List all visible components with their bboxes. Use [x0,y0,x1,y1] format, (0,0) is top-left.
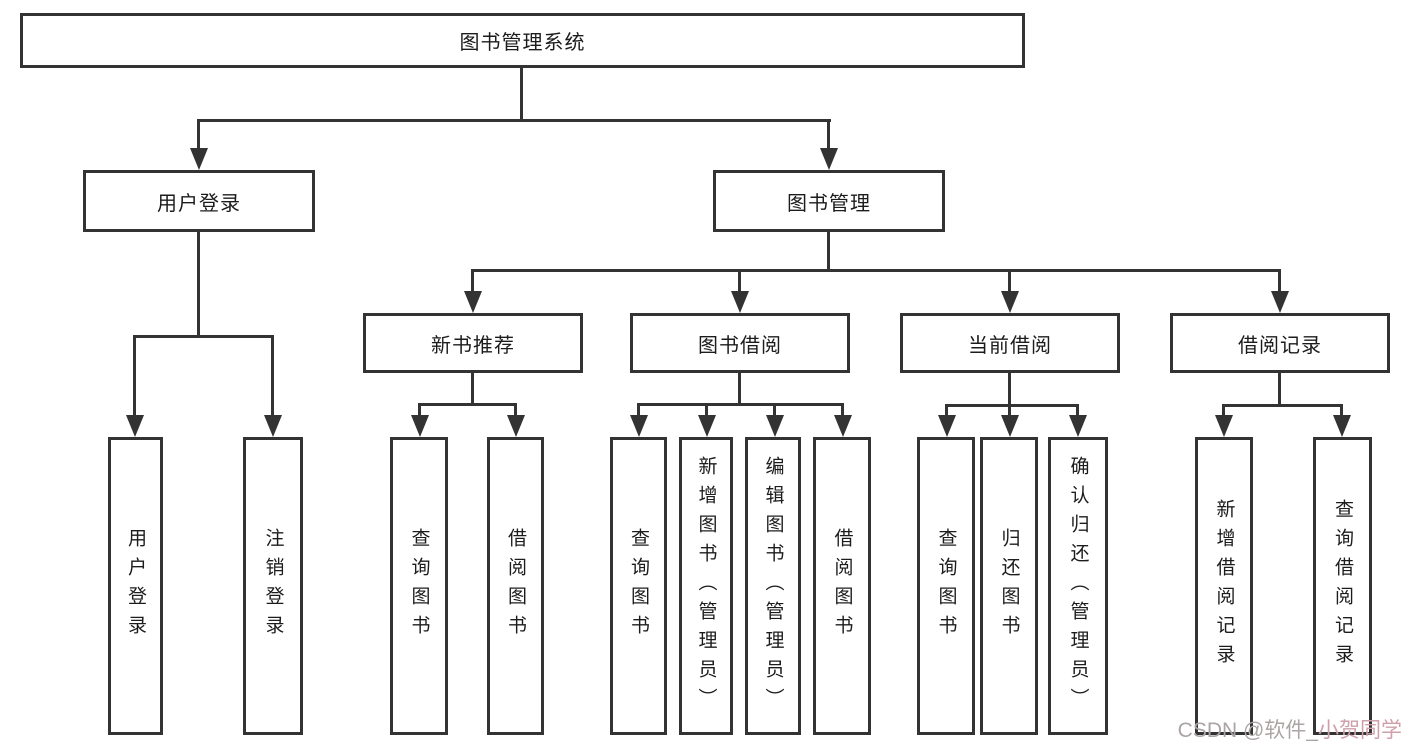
arrowhead [411,415,429,437]
leaf-logout: 注销登录 [243,437,303,735]
leaf-add-borrow-record: 新增借阅记录 [1195,437,1253,735]
leaf-query-book-3-label: 查询图书 [935,528,957,644]
leaf-borrow-book-1-label: 借阅图书 [505,528,526,644]
connector-line [841,403,844,417]
arrowhead [264,415,282,437]
arrowhead [1001,291,1019,313]
arrowhead [938,415,956,437]
leaf-query-book-1: 查询图书 [390,437,448,735]
leaf-edit-book-admin-label: 编辑图书（管理员） [762,455,784,717]
arrowhead [464,291,482,313]
leaf-query-book-2-label: 查询图书 [628,528,649,644]
connector-line [133,335,136,417]
leaf-query-borrow-record: 查询借阅记录 [1313,437,1372,735]
node-root-label: 图书管理系统 [459,32,586,54]
connector-line [471,269,1281,272]
csdn-watermark: CSDN @软件_小贺同学 [1178,714,1402,744]
leaf-edit-book-admin: 编辑图书（管理员） [745,437,801,735]
connector-line [197,119,200,150]
connector-line [471,269,474,293]
leaf-query-book-3: 查询图书 [917,437,975,735]
connector-line [271,335,274,417]
connector-line [133,335,274,338]
csdn-watermark-prefix: CSDN @软件_ [1177,719,1318,742]
connector-line [637,403,640,417]
node-borrow-record: 借阅记录 [1170,313,1390,373]
connector-line [738,373,741,406]
connector-line [738,269,741,293]
arrowhead [190,148,208,170]
leaf-query-book-1-label: 查询图书 [408,528,430,644]
leaf-borrow-book-1: 借阅图书 [487,437,544,735]
node-user-login-label: 用户登录 [157,192,241,215]
arrowhead [766,415,784,437]
leaf-query-borrow-record-label: 查询借阅记录 [1332,499,1353,673]
connector-line [945,404,1079,407]
csdn-watermark-suffix: 小贺同学 [1318,719,1402,742]
connector-line [514,403,517,417]
connector-line [1222,404,1225,417]
connector-line [471,373,474,406]
arrowhead [731,291,749,313]
connector-line [520,68,523,121]
connector-line [1278,269,1281,293]
connector-line [197,232,200,338]
node-book-borrow: 图书借阅 [630,313,850,373]
connector-line [1222,404,1343,407]
connector-line [1076,404,1079,417]
node-borrow-record-label: 借阅记录 [1238,334,1322,357]
leaf-return-book-label: 归还图书 [998,528,1020,644]
node-book-borrow-label: 图书借阅 [698,334,782,357]
arrowhead [1215,415,1233,437]
node-current-borrow-label: 当前借阅 [968,334,1052,357]
arrowhead [820,148,838,170]
leaf-borrow-book-2-label: 借阅图书 [831,528,853,644]
node-root-system: 图书管理系统 [20,13,1025,68]
arrowhead [1001,415,1019,437]
node-book-management: 图书管理 [713,170,945,232]
node-new-book-recommend: 新书推荐 [363,313,583,373]
connector-line [1340,404,1343,417]
connector-line [637,403,843,406]
connector-line [1278,373,1281,407]
node-book-management-label: 图书管理 [787,192,871,215]
leaf-borrow-book-2: 借阅图书 [813,437,871,735]
connector-line [418,403,517,406]
arrowhead [1333,415,1351,437]
arrowhead [1271,291,1289,313]
arrowhead [126,415,144,437]
leaf-add-borrow-record-label: 新增借阅记录 [1213,499,1235,673]
node-new-book-recommend-label: 新书推荐 [431,334,515,357]
connector-line [197,119,831,122]
connector-line [945,404,948,417]
connector-line [1008,269,1011,293]
connector-line [773,403,776,417]
leaf-user-login: 用户登录 [108,437,163,735]
connector-line [827,232,830,272]
arrowhead [834,415,852,437]
connector-line [1008,404,1011,417]
arrowhead [1069,415,1087,437]
leaf-confirm-return-admin-label: 确认归还（管理员） [1067,455,1089,717]
connector-line [418,403,421,417]
arrowhead [507,415,525,437]
arrowhead [630,415,648,437]
leaf-logout-label: 注销登录 [262,528,284,644]
leaf-user-login-label: 用户登录 [125,528,146,644]
leaf-add-book-admin: 新增图书（管理员） [679,437,733,735]
connector-line [827,119,830,150]
arrowhead [698,415,716,437]
leaf-query-book-2: 查询图书 [610,437,667,735]
connector-line [705,403,708,417]
leaf-confirm-return-admin: 确认归还（管理员） [1048,437,1108,735]
leaf-add-book-admin-label: 新增图书（管理员） [695,455,717,717]
node-current-borrow: 当前借阅 [900,313,1120,373]
leaf-return-book: 归还图书 [980,437,1038,735]
node-user-login: 用户登录 [83,170,315,232]
connector-line [1008,373,1011,407]
